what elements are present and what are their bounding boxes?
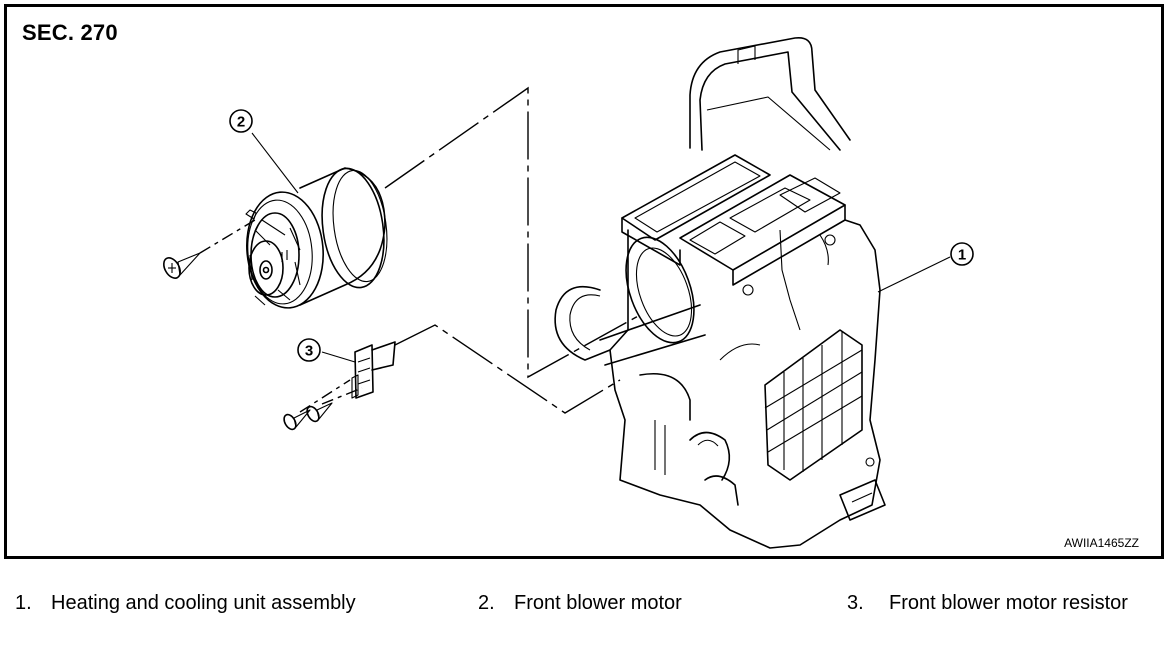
front-blower-motor-drawing: [245, 132, 388, 309]
callout-3-number: 3: [305, 343, 313, 360]
legend-label: Front blower motor resistor: [889, 592, 1128, 614]
callout-2: 2: [229, 109, 253, 133]
motor-guide-line: [384, 86, 641, 379]
resistor-screw-guide-line-a: [299, 379, 351, 413]
front-blower-motor-resistor-drawing: [321, 341, 396, 399]
section-title: SEC. 270: [22, 20, 118, 45]
motor-screw-guide-line: [199, 219, 256, 254]
diagram-frame: SEC. 270 AWIIA1465ZZ: [4, 4, 1164, 559]
heating-cooling-unit-drawing: [554, 36, 951, 549]
legend-number: 2.: [478, 592, 495, 614]
legend-number: 3.: [847, 592, 864, 614]
legend-label: Heating and cooling unit assembly: [51, 592, 356, 614]
callout-2-leader: [251, 132, 299, 194]
motor-screw-icon: [163, 252, 201, 279]
callout-1-leader: [877, 256, 951, 293]
legend-number: 1.: [15, 592, 32, 614]
callout-3: 3: [297, 338, 321, 362]
legend-item: 1. Heating and cooling unit assembly: [15, 592, 356, 615]
resistor-guide-line: [394, 324, 621, 414]
legend-item: 3. Front blower motor resistor: [847, 592, 1128, 615]
legend-label: Front blower motor: [514, 592, 682, 614]
callout-1-number: 1: [958, 247, 966, 264]
legend-item: 2. Front blower motor: [478, 592, 682, 615]
parts-legend: 1. Heating and cooling unit assembly 2. Fr…: [0, 592, 1174, 622]
callout-2-number: 2: [237, 114, 245, 131]
assembly-guide-lines: [199, 86, 641, 414]
callout-1: 1: [950, 242, 974, 266]
callout-3-leader: [321, 351, 356, 363]
exploded-view-drawing: 1 2 3: [163, 36, 974, 549]
figure-id: AWIIA1465ZZ: [1064, 536, 1139, 550]
resistor-screw-icon-b: [306, 402, 333, 423]
resistor-screw-icon-a: [283, 409, 311, 431]
